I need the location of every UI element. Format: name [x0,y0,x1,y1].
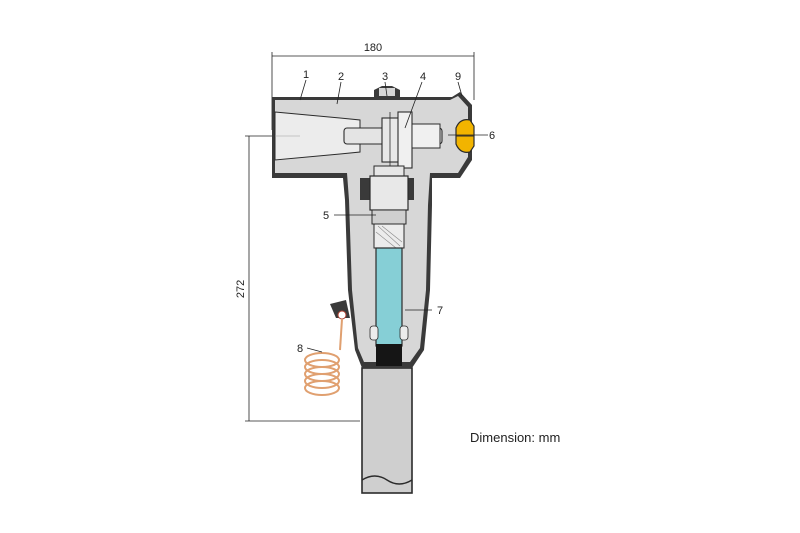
width-dimension: 180 [271,42,475,130]
cable [361,367,413,494]
part-label-7: 7 [437,305,443,317]
cable-insulation [369,247,409,366]
earth-wire [304,310,347,396]
width-dimension-label: 180 [364,42,382,54]
part-label-1: 1 [303,69,309,81]
unit-note: Dimension: mm [470,430,560,445]
part-label-6: 6 [489,130,495,142]
stud-assembly [343,111,443,170]
part-label-5: 5 [323,210,329,222]
height-dimension-label: 272 [235,280,247,298]
rear-cap [455,119,475,153]
compression-lug [369,165,409,249]
part-label-2: 2 [338,71,344,83]
leader-lines [299,79,488,353]
part-label-8: 8 [297,343,303,355]
part-labels: 1 2 3 4 5 6 7 8 9 [297,69,495,355]
height-dimension: 272 [235,135,360,422]
part-label-3: 3 [382,71,388,83]
part-label-9: 9 [455,71,461,83]
part-label-4: 4 [420,71,426,83]
connector-housing [272,86,472,368]
